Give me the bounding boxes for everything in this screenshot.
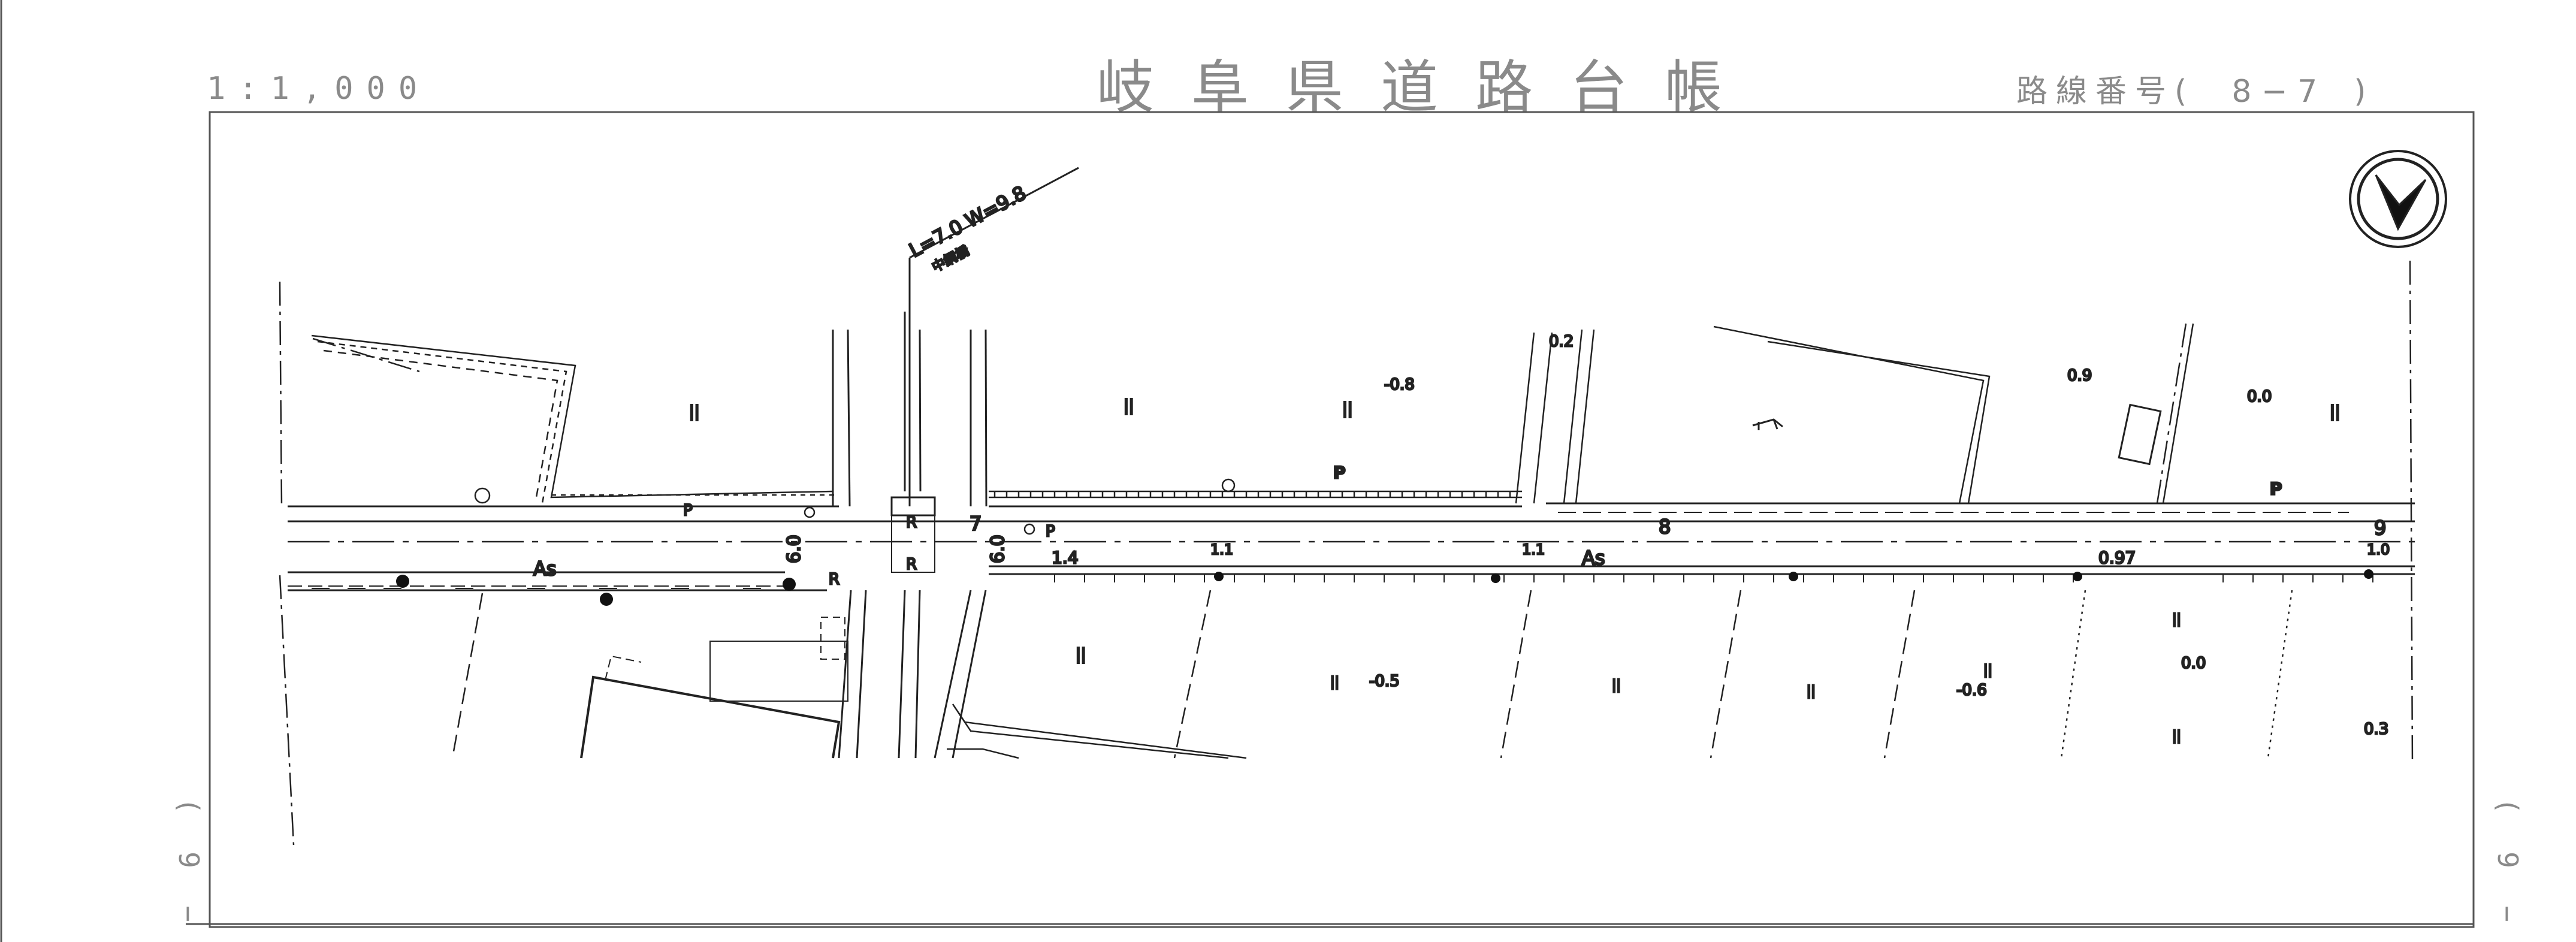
field-mark: ||	[1983, 663, 1992, 678]
field-mark: ||	[1330, 675, 1339, 690]
south-building	[580, 617, 848, 759]
field-mark: ||	[1612, 678, 1621, 693]
elevation-10: -0.5	[1369, 672, 1400, 690]
route-value: 8 − 7	[2231, 74, 2318, 110]
field-mark: ||	[689, 403, 700, 421]
small-markers	[474, 478, 1236, 535]
elevation-13: 0.3	[2364, 720, 2388, 738]
bridge-box	[890, 496, 936, 517]
pole-label-4: P	[2270, 479, 2282, 499]
elevation-12: 0.0	[2181, 654, 2206, 672]
pole-label-2: P	[1046, 523, 1055, 541]
route-open: (	[2175, 74, 2196, 110]
utility-poles	[396, 569, 2373, 606]
radius-2: R	[906, 555, 917, 573]
elevation-8: 0.97	[2098, 548, 2136, 567]
river-channel	[832, 167, 1079, 759]
route-close: )	[2354, 74, 2375, 110]
route-label: 路線番号	[2016, 74, 2175, 110]
elevation-2: 0.2	[1549, 333, 1574, 351]
surface-label-west: As	[533, 557, 557, 580]
north-side-ditch	[989, 329, 1595, 504]
parcel-boundaries	[279, 260, 2414, 846]
radius-3: R	[829, 570, 839, 588]
field-mark: ||	[1076, 645, 1086, 663]
field-mark: ||	[2330, 403, 2341, 421]
field-mark: ||	[1124, 397, 1134, 415]
small-building	[2118, 403, 2162, 466]
station-7: 7	[970, 512, 982, 535]
radius-1: R	[906, 514, 917, 532]
pole-label-1: P	[683, 502, 693, 520]
map-scale: 1:1,000	[207, 71, 431, 107]
road-width-a: 6.0	[784, 535, 805, 563]
sheet-frame	[0, 0, 2475, 942]
elevation-6: 1.1	[1210, 541, 1233, 558]
pole-label-3: P	[1333, 463, 1346, 482]
elevation-5: 1.4	[1052, 548, 1079, 567]
gutter-ticks	[312, 574, 2373, 589]
field-mark: ||	[1342, 400, 1353, 418]
torii-icon	[1752, 418, 1783, 430]
surface-label-east: As	[1582, 547, 1605, 569]
south-bank	[947, 704, 1247, 759]
elevation-1: -0.8	[1384, 376, 1415, 394]
elevation-7: 1.1	[1522, 541, 1545, 558]
north-fenced-lot	[1713, 323, 2194, 504]
map-title: 岐阜県道路台帳	[1097, 54, 1759, 121]
west-parcel	[311, 334, 839, 504]
bridge-label: L=7.0 W=9.8 中網橋	[904, 180, 1031, 276]
north-arrow-icon	[2349, 150, 2447, 248]
field-mark: ||	[1807, 684, 1816, 699]
elevation-3: 0.9	[2067, 367, 2092, 385]
road-edges	[288, 502, 2415, 591]
bridge-box-2	[891, 515, 935, 573]
field-mark: ||	[2172, 612, 2181, 627]
route-number: 路線番号( 8 − 7 )	[2016, 66, 2375, 111]
south-parcel-lines	[451, 590, 1916, 759]
elevation-9: 1.0	[2367, 541, 2390, 558]
field-mark: ||	[2172, 729, 2181, 744]
elevation-11: -0.6	[1956, 681, 1987, 699]
station-8: 8	[1659, 515, 1671, 538]
road-width-b: 6.0	[987, 535, 1008, 563]
elevation-4: 0.0	[2247, 388, 2272, 406]
station-9: 9	[2374, 517, 2386, 539]
